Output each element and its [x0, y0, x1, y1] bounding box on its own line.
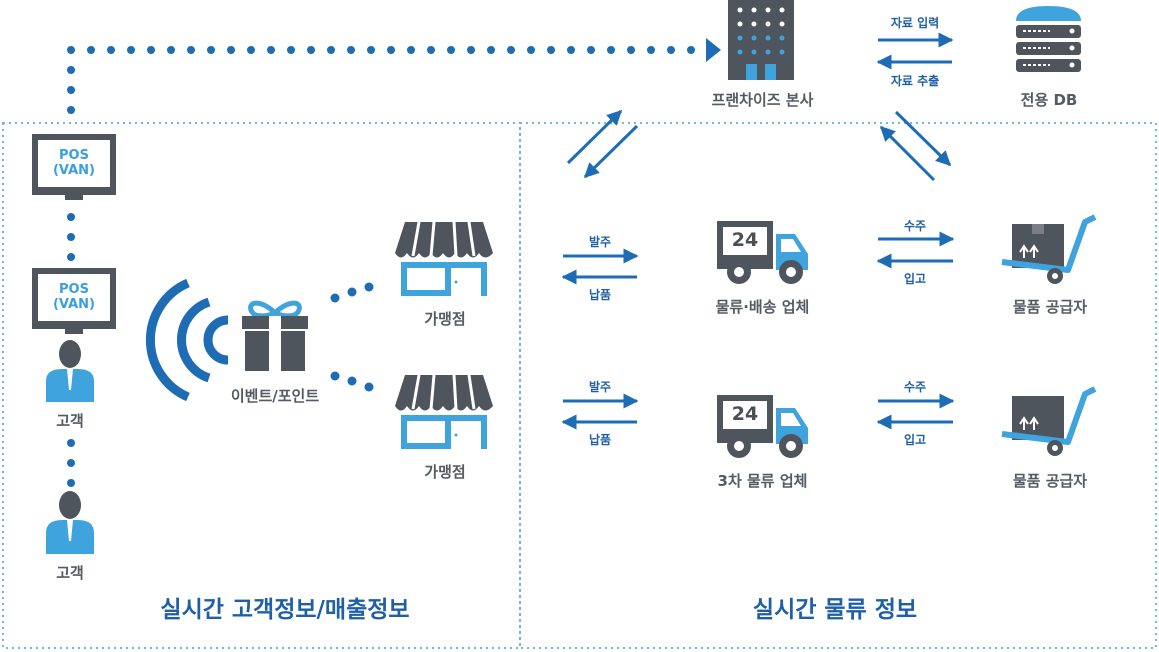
- logistics-company-label: 물류·배송 업체: [715, 298, 810, 316]
- hand-truck-icon: [1001, 214, 1097, 284]
- deliver-label: 납품: [588, 433, 612, 447]
- logistics-company-label: 3차 물류 업체: [717, 472, 808, 490]
- customer-icon: [46, 340, 94, 402]
- pos-to-hq-dotted-line: [67, 38, 721, 114]
- data-input-label: 자료 입력: [890, 16, 940, 30]
- building-icon: [728, 0, 794, 80]
- receive-label: 입고: [903, 272, 927, 286]
- pos-terminal-label: POS (VAN): [38, 282, 110, 312]
- truck-number: 24: [731, 229, 759, 251]
- from-hq-diagonal-arrow: [583, 124, 639, 179]
- pos-line2: (VAN): [52, 163, 95, 178]
- truck-number: 24: [731, 403, 759, 425]
- right-section-title: 실시간 물류 정보: [752, 597, 918, 623]
- order-label: 발주: [588, 235, 612, 249]
- order-label: 발주: [588, 380, 612, 394]
- supplier-label: 물품 공급자: [1012, 298, 1088, 316]
- delivery-truck-icon: [717, 221, 808, 284]
- customer-icon: [46, 491, 94, 554]
- database-icon: [1016, 6, 1081, 72]
- store-icon: [395, 221, 493, 296]
- pos-terminal-label: POS (VAN): [38, 148, 110, 178]
- supply-order-label: 수주: [903, 380, 927, 394]
- store-label: 가맹점: [424, 463, 466, 481]
- hand-truck-icon: [1001, 386, 1097, 456]
- pos-dotted-connector: [67, 213, 75, 487]
- pos-line1: POS: [59, 282, 89, 297]
- supply-order-label: 수주: [903, 219, 927, 233]
- pos-monitor-icon: [32, 134, 116, 200]
- gift-icon: [242, 300, 308, 371]
- hq-to-supplier-diagonal-arrow: [894, 110, 952, 167]
- headquarters-label: 프랜차이즈 본사: [711, 91, 814, 109]
- store-label: 가맹점: [424, 310, 466, 328]
- data-extract-label: 자료 추출: [890, 74, 940, 88]
- supplier-label: 물품 공급자: [1012, 472, 1088, 490]
- database-label: 전용 DB: [1020, 91, 1078, 109]
- event-label: 이벤트/포인트: [230, 387, 320, 405]
- right-section-border: [519, 122, 1157, 649]
- left-section-border: [2, 122, 521, 649]
- to-hq-diagonal-arrow: [566, 109, 623, 165]
- customer-label: 고객: [56, 564, 84, 582]
- event-to-store-dots: [330, 282, 374, 392]
- receive-label: 입고: [903, 433, 927, 447]
- pos-monitor-icon: [32, 268, 116, 334]
- customer-label: 고객: [56, 412, 84, 430]
- pos-line2: (VAN): [52, 297, 95, 312]
- store-icon: [395, 374, 493, 449]
- supplier-to-hq-diagonal-arrow: [879, 125, 936, 182]
- pos-line1: POS: [59, 148, 89, 163]
- delivery-truck-icon: [717, 395, 808, 458]
- deliver-label: 납품: [588, 288, 612, 302]
- left-section-title: 실시간 고객정보/매출정보: [160, 597, 410, 623]
- wireless-signal-icon: [145, 278, 229, 402]
